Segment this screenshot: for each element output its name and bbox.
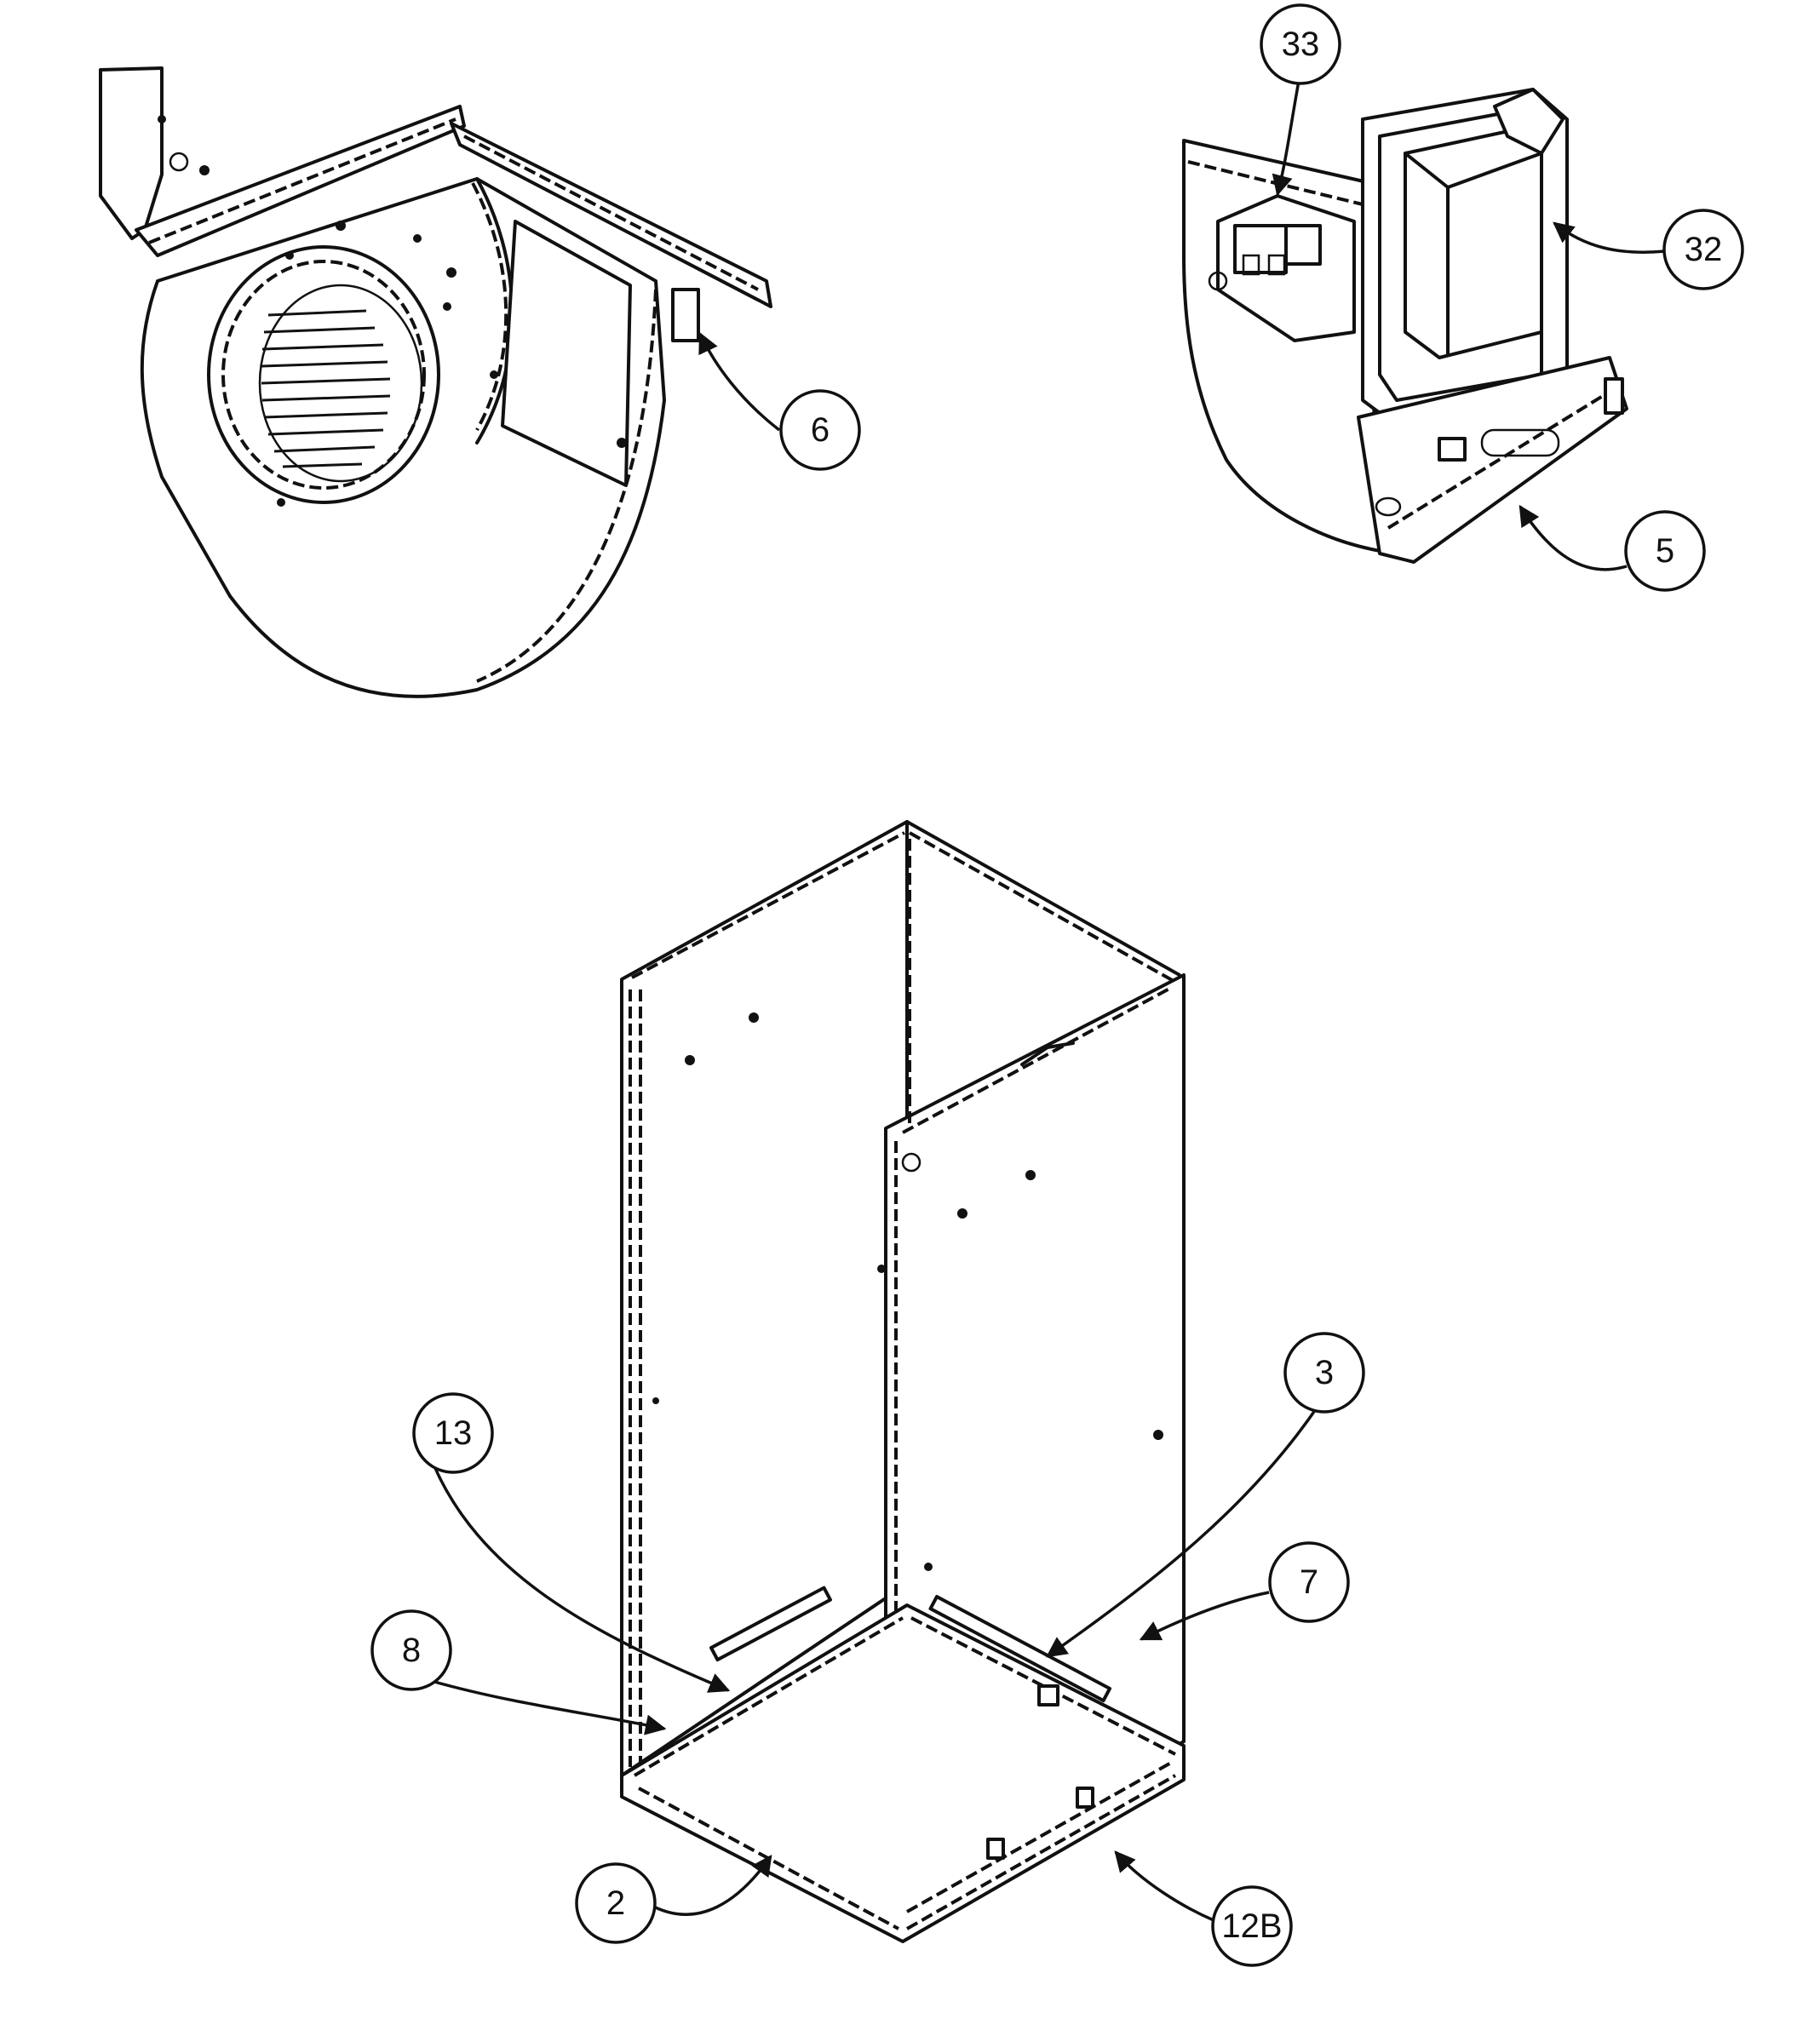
callout-6-label: 6 xyxy=(811,411,830,449)
callout-3-label: 3 xyxy=(1315,1354,1334,1391)
callout-13: 13 xyxy=(412,1392,494,1474)
callout-7: 7 xyxy=(1268,1541,1350,1623)
callout-32: 32 xyxy=(1662,209,1744,290)
callout-6: 6 xyxy=(779,389,861,471)
blower-wheel-blades xyxy=(261,309,391,468)
callout-8-label: 8 xyxy=(402,1632,421,1669)
blower-assembly xyxy=(99,66,772,698)
callout-7-label: 7 xyxy=(1300,1563,1318,1601)
callout-8: 8 xyxy=(370,1609,452,1691)
cabinet-assembly xyxy=(620,820,1186,1943)
callout-2: 2 xyxy=(575,1862,657,1944)
callout-33-label: 33 xyxy=(1282,26,1320,63)
callout-5: 5 xyxy=(1624,510,1706,592)
callout-2-label: 2 xyxy=(606,1884,625,1922)
callout-12b-label: 12B xyxy=(1221,1907,1282,1945)
callout-5-label: 5 xyxy=(1656,532,1674,570)
callout-12b: 12B xyxy=(1211,1885,1293,1967)
callout-32-label: 32 xyxy=(1685,231,1723,268)
callout-33: 33 xyxy=(1260,3,1341,85)
leader-lines xyxy=(428,80,1666,1922)
control-box-assembly xyxy=(1182,88,1628,564)
callout-13-label: 13 xyxy=(434,1414,473,1452)
callout-3: 3 xyxy=(1283,1332,1365,1414)
